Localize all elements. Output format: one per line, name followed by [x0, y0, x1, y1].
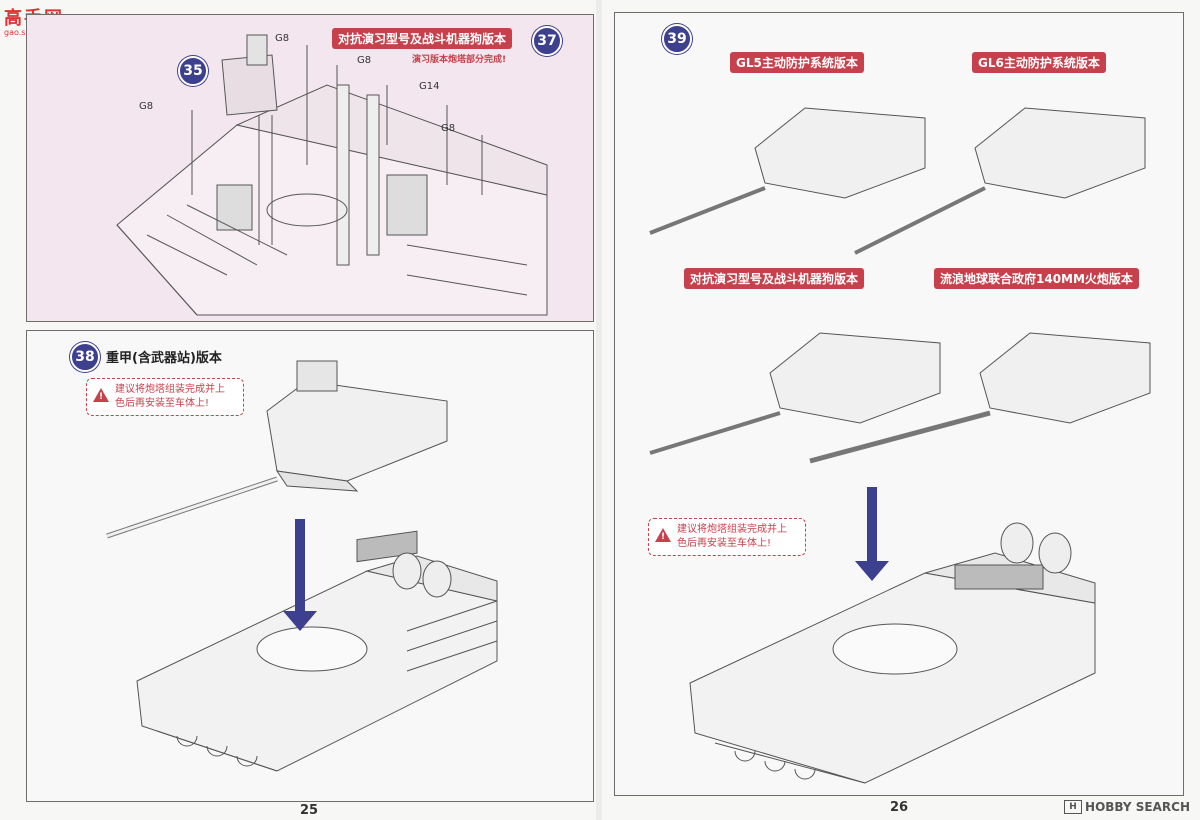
hobby-search-icon: H	[1064, 800, 1083, 814]
step-38-panel	[26, 330, 594, 802]
turret-variants-drawing	[649, 107, 1151, 784]
step-37-note: 演习版本炮塔部分完成!	[412, 55, 507, 65]
part-label: G14	[419, 81, 440, 92]
step-38-warning: 建议将炮塔组装完成并上 色后再安装至车体上!	[86, 378, 244, 416]
part-label: G8	[357, 55, 372, 66]
step-39-warning: 建议将炮塔组装完成并上 色后再安装至车体上!	[648, 518, 806, 556]
step-38-badge: 38	[70, 342, 100, 372]
page-number-right: 26	[890, 800, 909, 815]
part-label: G8	[275, 33, 290, 44]
step-39-panel	[614, 12, 1184, 796]
heavy-armor-drawing	[106, 360, 498, 772]
hobby-search-text: HOBBY SEARCH	[1085, 800, 1190, 814]
warning-line: 色后再安装至车体上!	[677, 538, 772, 549]
step-37-badge: 37	[532, 26, 562, 56]
warning-icon	[655, 528, 671, 544]
variant-title-140mm: 流浪地球联合政府140MM火炮版本	[934, 268, 1139, 289]
variant-title-gl6: GL6主动防护系统版本	[972, 52, 1106, 73]
page-number-left: 25	[300, 803, 319, 818]
hobby-search-watermark: H HOBBY SEARCH	[1064, 800, 1190, 814]
warning-line: 建议将炮塔组装完成并上	[677, 524, 787, 535]
step-39-badge: 39	[662, 24, 692, 54]
part-label: G8	[441, 123, 456, 134]
step-37-title: 对抗演习型号及战斗机器狗版本	[332, 28, 513, 49]
variant-title-exercise: 对抗演习型号及战斗机器狗版本	[684, 268, 865, 289]
install-arrow	[283, 519, 317, 631]
step-35-badge: 35	[178, 56, 208, 86]
warning-icon	[93, 388, 109, 404]
variant-title-gl5: GL5主动防护系统版本	[730, 52, 864, 73]
install-arrow	[855, 487, 889, 581]
step-37-panel: G8 G8 G14 G8 G8	[26, 14, 594, 322]
warning-line: 色后再安装至车体上!	[115, 398, 210, 409]
turret-detail-drawing	[116, 34, 548, 316]
warning-line: 建议将炮塔组装完成并上	[115, 384, 225, 395]
step-38-title: 重甲(含武器站)版本	[106, 351, 222, 366]
part-label: G8	[139, 101, 154, 112]
